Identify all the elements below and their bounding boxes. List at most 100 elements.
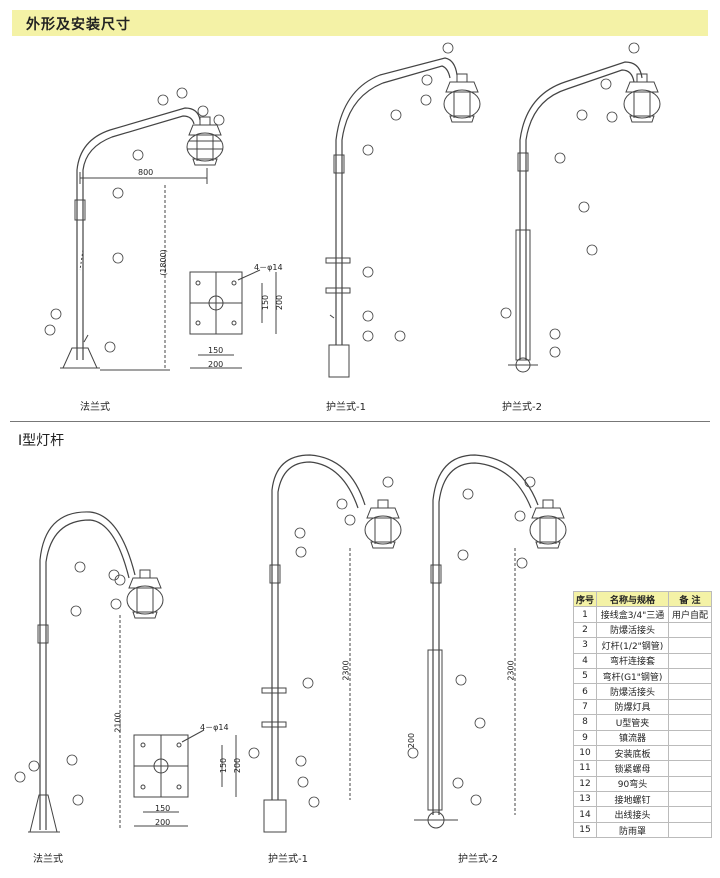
dim-150-horizontal-top: 150 — [208, 346, 224, 355]
part-remark — [667, 637, 713, 654]
part-name: 接线盒3/4"三通 — [596, 606, 669, 623]
caption-guard1-bottom: 护兰式-1 — [268, 854, 308, 865]
caption-guard2-top: 护兰式-2 — [502, 402, 542, 413]
dim-2300-guard1: 2300 — [341, 660, 351, 681]
callout-markers — [14, 42, 640, 808]
dim-1800: (1800) — [158, 249, 168, 276]
lamp-guard1-top — [443, 73, 481, 123]
dim-bolt-holes-bottom: 4－φ14 — [200, 723, 229, 732]
part-remark — [667, 652, 713, 669]
part-name: 接地螺钉 — [596, 791, 669, 808]
part-remark — [667, 698, 713, 716]
part-no: 12 — [572, 775, 598, 793]
part-name: 防爆活接头 — [596, 683, 669, 700]
dim-800: 800 — [138, 168, 154, 177]
part-no: 15 — [572, 821, 598, 839]
dim-2100: 2100 — [113, 712, 123, 733]
caption-flange-top: 法兰式 — [80, 402, 110, 413]
part-name: 防爆活接头 — [596, 621, 669, 639]
part-no: 7 — [572, 698, 598, 716]
part-name: 防爆灯具 — [596, 698, 669, 716]
part-no: 6 — [572, 683, 598, 700]
part-no: 2 — [572, 621, 598, 639]
part-remark — [667, 667, 713, 685]
part-name: U型管夹 — [596, 714, 669, 731]
caption-guard2-bottom: 护兰式-2 — [458, 854, 498, 865]
part-name: 安装底板 — [596, 744, 669, 762]
part-name: 锁紧螺母 — [596, 760, 669, 777]
part-no: 5 — [572, 667, 598, 685]
lamp-guard2-top — [623, 73, 661, 123]
base-plate-bottom — [133, 729, 237, 827]
part-no: 11 — [572, 760, 598, 777]
header-remark: 备 注 — [667, 590, 713, 608]
part-name: 90弯头 — [596, 775, 669, 793]
dim-200-vertical-bottom: 200 — [233, 757, 243, 774]
part-remark — [667, 683, 713, 700]
part-remark — [667, 729, 713, 746]
part-name: 镇流器 — [596, 729, 669, 746]
part-name: 弯杆连接套 — [596, 652, 669, 669]
part-no: 10 — [572, 744, 598, 762]
pole-guard2-top — [508, 61, 643, 373]
pole-flange-bottom — [28, 511, 136, 833]
part-no: 1 — [572, 606, 598, 623]
dim-150-horizontal-bottom: 150 — [155, 804, 171, 813]
part-remark — [667, 775, 713, 793]
base-plate-top — [189, 269, 277, 369]
dim-200-horizontal-top: 200 — [208, 360, 224, 369]
part-remark — [667, 806, 713, 823]
header-name-spec: 名称与规格 — [596, 590, 669, 608]
part-no: 8 — [572, 714, 598, 731]
dim-2300-guard2: 2300 — [506, 660, 516, 681]
part-remark — [667, 744, 713, 762]
section-title: 外形及安装尺寸 — [26, 17, 131, 33]
part-no: 13 — [572, 791, 598, 808]
part-no: 14 — [572, 806, 598, 823]
part-remark: 用户自配 — [667, 606, 713, 623]
section-title-i-pole: I型灯杆 — [18, 433, 65, 449]
header-no: 序号 — [572, 590, 598, 608]
part-name: 防雨罩 — [596, 821, 669, 839]
caption-flange-bottom: 法兰式 — [33, 854, 63, 865]
part-no: 4 — [572, 652, 598, 669]
pole-flange-top — [60, 107, 201, 369]
part-name: 弯杆(G1"钢管) — [596, 667, 669, 685]
part-remark — [667, 791, 713, 808]
lamp-flange-bottom — [126, 569, 164, 619]
dim-150-vertical-bottom: 150 — [219, 757, 229, 774]
part-name: 灯杆(1/2"钢管) — [596, 637, 669, 654]
pole-guard1-bottom — [261, 454, 366, 833]
part-remark — [667, 714, 713, 731]
lamp-flange-top — [186, 116, 224, 166]
dim-200-vertical-top: 200 — [275, 294, 285, 311]
lamp-guard2-bottom — [529, 499, 567, 549]
section-header-dimensions: 外形及安装尺寸 — [12, 10, 708, 36]
dim-200-horizontal-bottom: 200 — [155, 818, 171, 827]
table-header-row: 序号 名称与规格 备 注 — [572, 590, 713, 608]
section-divider — [10, 421, 710, 422]
part-remark — [667, 760, 713, 777]
dim-150-vertical-top: 150 — [261, 294, 271, 311]
part-name: 出线接头 — [596, 806, 669, 823]
lamp-guard1-bottom — [364, 499, 402, 549]
part-remark — [667, 821, 713, 839]
caption-guard1-top: 护兰式-1 — [326, 402, 366, 413]
pole-guard1-top — [325, 57, 458, 378]
part-no: 3 — [572, 637, 598, 654]
